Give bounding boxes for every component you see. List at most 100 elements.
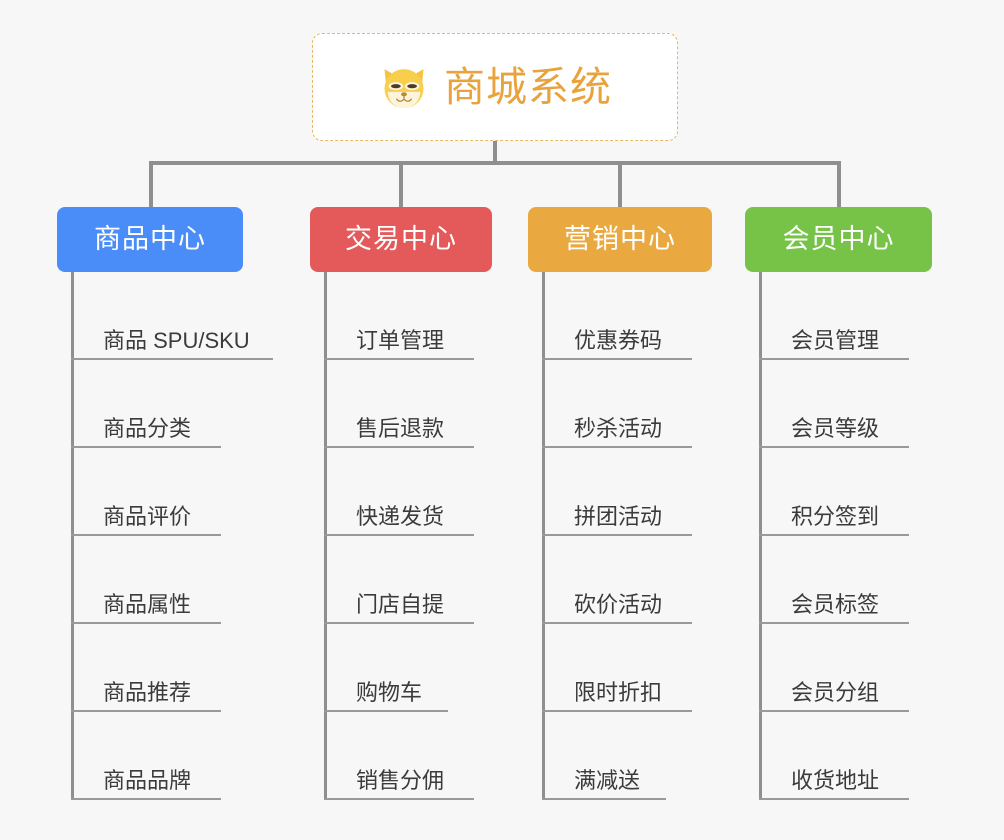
connector-horizontal-bar (149, 161, 841, 165)
list-item[interactable]: 订单管理 (310, 272, 492, 360)
leaf-label: 满减送 (574, 768, 641, 793)
leaf-underline (542, 446, 692, 448)
list-item[interactable]: 限时折扣 (528, 624, 712, 712)
leaf-underline (542, 710, 692, 712)
category-label-1: 商品中心 (94, 224, 206, 254)
leaf-underline (71, 358, 273, 360)
leaf-list-4: 会员管理 会员等级 积分签到 会员标签 会员分组 收货地址 (745, 272, 932, 800)
leaf-underline (542, 798, 666, 800)
leaf-underline (324, 534, 474, 536)
leaf-underline (71, 798, 221, 800)
leaf-spine-1 (71, 272, 74, 800)
category-header-2[interactable]: 交易中心 (310, 207, 492, 272)
leaf-label: 门店自提 (356, 592, 445, 617)
leaf-label: 限时折扣 (574, 680, 663, 705)
leaf-label: 会员分组 (791, 680, 880, 705)
leaf-label: 商品 SPU/SKU (103, 328, 250, 353)
category-header-1[interactable]: 商品中心 (57, 207, 243, 272)
list-item[interactable]: 会员标签 (745, 536, 932, 624)
leaf-underline (324, 710, 448, 712)
leaf-underline (324, 446, 474, 448)
leaf-underline (759, 798, 909, 800)
leaf-label: 商品推荐 (103, 680, 192, 705)
leaf-label: 会员管理 (791, 328, 880, 353)
leaf-label: 会员标签 (791, 592, 880, 617)
list-item[interactable]: 商品评价 (57, 448, 243, 536)
category-column-2: 交易中心 订单管理 售后退款 快递发货 门店自提 购物车 (310, 207, 492, 800)
root-title: 商城系统 (444, 63, 612, 110)
leaf-label: 积分签到 (791, 504, 880, 529)
list-item[interactable]: 商品品牌 (57, 712, 243, 800)
leaf-underline (324, 798, 474, 800)
connector-root-stem (493, 141, 497, 164)
leaf-spine-3 (542, 272, 545, 800)
list-item[interactable]: 积分签到 (745, 448, 932, 536)
connector-drop-4 (837, 161, 841, 207)
leaf-label: 商品品牌 (103, 768, 192, 793)
list-item[interactable]: 售后退款 (310, 360, 492, 448)
list-item[interactable]: 商品 SPU/SKU (57, 272, 273, 360)
leaf-underline (759, 446, 909, 448)
leaf-label: 秒杀活动 (574, 416, 663, 441)
leaf-list-1: 商品 SPU/SKU 商品分类 商品评价 商品属性 商品推荐 商品品牌 (57, 272, 273, 800)
list-item[interactable]: 拼团活动 (528, 448, 712, 536)
list-item[interactable]: 门店自提 (310, 536, 492, 624)
leaf-label: 购物车 (356, 680, 423, 705)
list-item[interactable]: 秒杀活动 (528, 360, 712, 448)
shiba-dog-face-icon (378, 61, 430, 113)
list-item[interactable]: 会员等级 (745, 360, 932, 448)
list-item[interactable]: 商品属性 (57, 536, 243, 624)
category-column-3: 营销中心 优惠券码 秒杀活动 拼团活动 砍价活动 限时折扣 (528, 207, 712, 800)
connector-drop-3 (618, 161, 622, 207)
category-label-2: 交易中心 (345, 224, 457, 254)
connector-drop-1 (149, 161, 153, 207)
leaf-label: 订单管理 (356, 328, 445, 353)
leaf-list-2: 订单管理 售后退款 快递发货 门店自提 购物车 销售分佣 (310, 272, 492, 800)
root-node[interactable]: 商城系统 (312, 33, 678, 141)
list-item[interactable]: 销售分佣 (310, 712, 492, 800)
leaf-underline (542, 622, 692, 624)
leaf-label: 优惠券码 (574, 328, 663, 353)
leaf-label: 砍价活动 (574, 592, 663, 617)
category-column-1: 商品中心 商品 SPU/SKU 商品分类 商品评价 商品属性 商品推荐 (57, 207, 273, 800)
leaf-label: 商品分类 (103, 416, 192, 441)
leaf-label: 商品属性 (103, 592, 192, 617)
leaf-underline (71, 622, 221, 624)
list-item[interactable]: 购物车 (310, 624, 492, 712)
list-item[interactable]: 快递发货 (310, 448, 492, 536)
category-header-4[interactable]: 会员中心 (745, 207, 932, 272)
list-item[interactable]: 商品推荐 (57, 624, 243, 712)
category-label-3: 营销中心 (564, 224, 676, 254)
leaf-underline (759, 622, 909, 624)
leaf-label: 销售分佣 (356, 768, 445, 793)
leaf-underline (759, 534, 909, 536)
connector-drop-2 (399, 161, 403, 207)
leaf-underline (759, 710, 909, 712)
leaf-label: 收货地址 (791, 768, 880, 793)
list-item[interactable]: 商品分类 (57, 360, 243, 448)
category-label-4: 会员中心 (782, 224, 895, 254)
list-item[interactable]: 会员管理 (745, 272, 932, 360)
leaf-underline (542, 534, 692, 536)
list-item[interactable]: 优惠券码 (528, 272, 712, 360)
leaf-label: 商品评价 (103, 504, 192, 529)
leaf-underline (324, 622, 474, 624)
leaf-underline (71, 534, 221, 536)
leaf-underline (324, 358, 474, 360)
list-item[interactable]: 会员分组 (745, 624, 932, 712)
leaf-spine-2 (324, 272, 327, 800)
list-item[interactable]: 砍价活动 (528, 536, 712, 624)
list-item[interactable]: 收货地址 (745, 712, 932, 800)
leaf-underline (542, 358, 692, 360)
leaf-underline (759, 358, 909, 360)
category-header-3[interactable]: 营销中心 (528, 207, 712, 272)
leaf-label: 拼团活动 (574, 504, 663, 529)
leaf-label: 会员等级 (791, 416, 880, 441)
category-column-4: 会员中心 会员管理 会员等级 积分签到 会员标签 会员分组 (745, 207, 932, 800)
leaf-label: 快递发货 (356, 504, 445, 529)
leaf-underline (71, 710, 221, 712)
leaf-label: 售后退款 (356, 416, 445, 441)
list-item[interactable]: 满减送 (528, 712, 712, 800)
leaf-list-3: 优惠券码 秒杀活动 拼团活动 砍价活动 限时折扣 满减送 (528, 272, 712, 800)
